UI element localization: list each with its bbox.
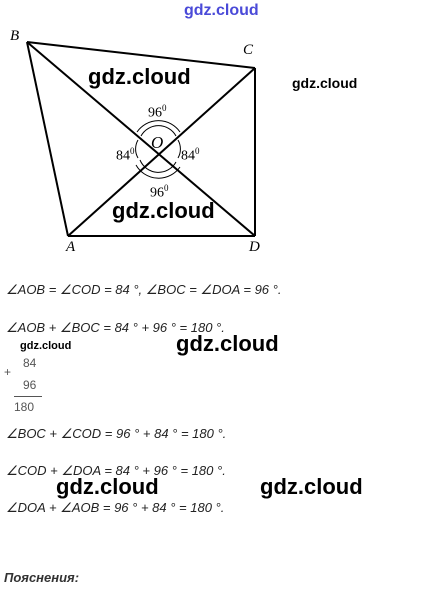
point-label-b: B xyxy=(10,28,20,44)
watermark-middle: gdz.cloud xyxy=(176,331,279,356)
arc-top-inner xyxy=(140,125,177,137)
side-bc xyxy=(26,41,256,69)
solution-line-5: ∠DOA + ∠AOB = 96 ° + 84 ° = 180 °. xyxy=(6,500,225,515)
angle-label-left: 840 xyxy=(116,146,135,164)
watermark-figure-2: gdz.cloud xyxy=(112,198,215,223)
watermark-bottom-left: gdz.cloud xyxy=(56,474,159,499)
angle-label-top: 960 xyxy=(148,103,167,121)
calc-sum: 180 xyxy=(14,400,35,414)
point-label-a: A xyxy=(66,239,76,255)
watermark-figure-right: gdz.cloud xyxy=(292,75,358,91)
arc-bottom-inner xyxy=(139,159,177,173)
point-label-c: C xyxy=(243,42,254,58)
arc-left xyxy=(135,139,139,159)
arc-top-outer xyxy=(136,120,181,133)
arc-bottom-outer xyxy=(135,164,181,179)
side-ba xyxy=(26,41,69,237)
quadrilateral-figure xyxy=(26,41,256,237)
watermark-figure-1: gdz.cloud xyxy=(88,64,191,89)
point-label-o: O xyxy=(151,133,164,152)
point-label-d: D xyxy=(249,239,260,255)
watermark-bottom-right: gdz.cloud xyxy=(260,474,363,499)
solution-line-4: ∠COD + ∠DOA = 84 ° + 96 ° = 180 °. xyxy=(6,463,226,478)
angle-label-bottom: 960 xyxy=(150,183,169,201)
calc-plus-sign: + xyxy=(4,365,12,379)
calc-addend-1: 84 xyxy=(23,356,37,370)
diagonal-ac xyxy=(67,67,256,237)
solution-line-1: ∠AOB = ∠COD = 84 °, ∠BOC = ∠DOA = 96 °. xyxy=(6,282,282,297)
calc-sum-rule xyxy=(14,396,42,397)
arc-right xyxy=(177,139,181,159)
explanations-heading: Пояснения: xyxy=(4,570,80,585)
calc-addend-2: 96 xyxy=(23,378,37,392)
angle-label-right: 840 xyxy=(181,146,200,164)
solution-line-3: ∠BOC + ∠COD = 96 ° + 84 ° = 180 °. xyxy=(6,426,227,441)
diagonal-bd xyxy=(26,41,256,237)
solution-line-2: ∠AOB + ∠BOC = 84 ° + 96 ° = 180 °. xyxy=(6,320,225,335)
watermark-small: gdz.cloud xyxy=(20,340,72,352)
watermark-top: gdz.cloud xyxy=(184,2,259,19)
